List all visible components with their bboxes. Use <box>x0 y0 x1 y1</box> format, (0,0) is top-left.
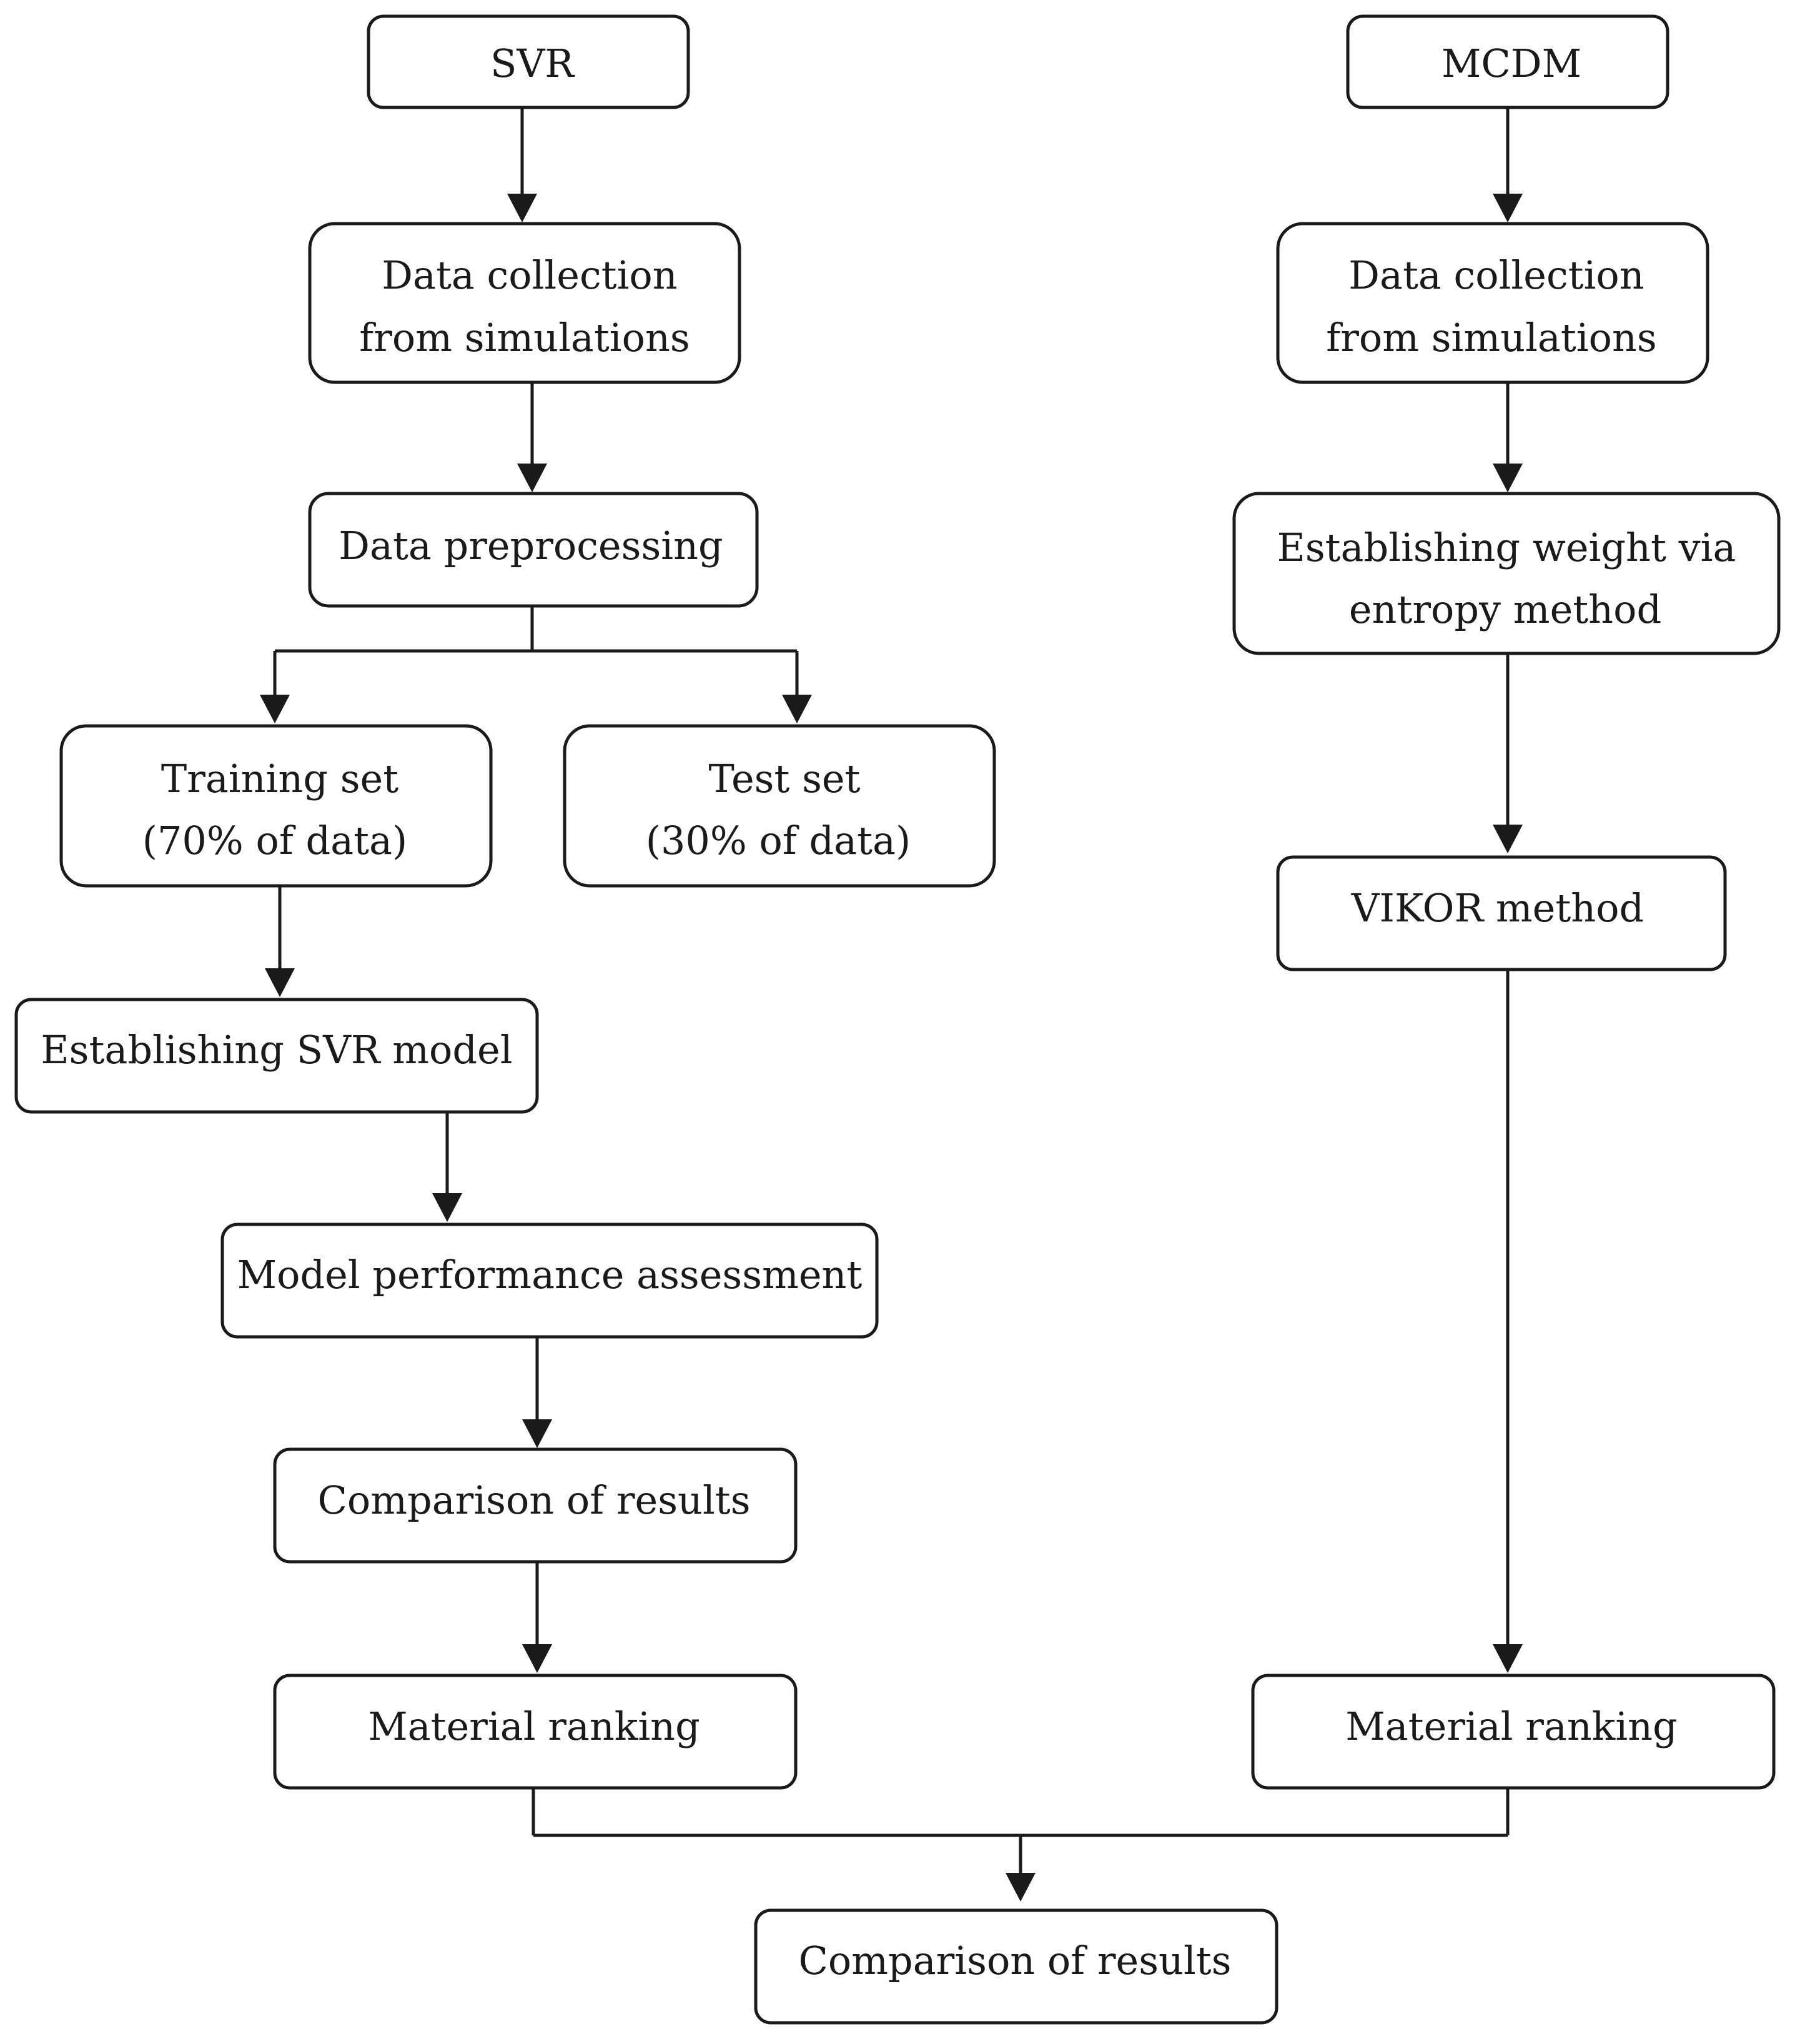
arrowhead-training <box>260 695 290 723</box>
arrowhead-assessment <box>432 1193 462 1222</box>
node-svr: SVR <box>367 14 690 109</box>
node-svr-data-collection: Data collection from simulations <box>308 222 741 384</box>
node-mcdm-material-ranking: Material ranking <box>1251 1674 1776 1790</box>
node-test-set: Test set (30% of data) <box>563 724 996 888</box>
arrowhead-svr-collection <box>507 194 537 222</box>
node-training-set-line2: (70% of data) <box>142 818 407 863</box>
node-training-set-line1: Training set <box>161 756 398 801</box>
node-mcdm-label: MCDM <box>1441 41 1581 86</box>
node-entropy-weighting-line1: Establishing weight via <box>1277 525 1736 570</box>
arrowhead-test <box>782 695 812 723</box>
node-vikor-method-label: VIKOR method <box>1351 885 1644 931</box>
node-mcdm: MCDM <box>1346 14 1669 109</box>
arrowheads <box>260 194 1523 1902</box>
node-svr-comparison: Comparison of results <box>273 1447 798 1564</box>
node-establishing-svr-model: Establishing SVR model <box>14 998 539 1114</box>
node-vikor-method: VIKOR method <box>1276 855 1727 971</box>
node-mcdm-data-collection-line2: from simulations <box>1326 315 1656 360</box>
node-mcdm-data-collection-line1: Data collection <box>1348 252 1644 298</box>
arrowhead-preprocessing <box>517 464 547 492</box>
node-entropy-weighting-line2: entropy method <box>1349 587 1661 632</box>
arrowhead-model <box>265 968 295 997</box>
node-data-preprocessing: Data preprocessing <box>308 492 759 608</box>
node-svr-label: SVR <box>490 41 575 86</box>
node-test-set-line2: (30% of data) <box>646 818 911 863</box>
node-model-performance-assessment: Model performance assessment <box>220 1223 879 1339</box>
node-test-set-line1: Test set <box>708 756 860 801</box>
node-final-comparison-label: Comparison of results <box>798 1938 1231 1983</box>
node-svr-comparison-label: Comparison of results <box>317 1477 750 1523</box>
arrowhead-vikor <box>1493 825 1523 853</box>
node-entropy-weighting: Establishing weight via entropy method <box>1232 492 1781 655</box>
arrowhead-svr-ranking <box>522 1644 552 1673</box>
node-establishing-svr-model-label: Establishing SVR model <box>41 1027 512 1073</box>
connectors <box>273 107 1510 1879</box>
node-data-preprocessing-label: Data preprocessing <box>339 523 723 568</box>
arrowhead-weighting <box>1493 464 1523 492</box>
node-mcdm-data-collection: Data collection from simulations <box>1276 222 1709 384</box>
arrowhead-mcdm-ranking <box>1493 1644 1523 1673</box>
arrowhead-comparison <box>522 1419 552 1448</box>
arrowhead-final <box>1006 1873 1036 1902</box>
node-svr-data-collection-line2: from simulations <box>359 315 690 360</box>
node-training-set: Training set (70% of data) <box>59 724 493 888</box>
node-svr-material-ranking-label: Material ranking <box>368 1704 700 1749</box>
node-mcdm-material-ranking-label: Material ranking <box>1345 1704 1678 1749</box>
arrowhead-mcdm-collection <box>1493 194 1523 222</box>
node-final-comparison: Comparison of results <box>754 1908 1278 2025</box>
node-svr-data-collection-line1: Data collection <box>382 252 677 298</box>
node-svr-material-ranking: Material ranking <box>273 1674 798 1790</box>
node-model-performance-assessment-label: Model performance assessment <box>237 1252 863 1297</box>
